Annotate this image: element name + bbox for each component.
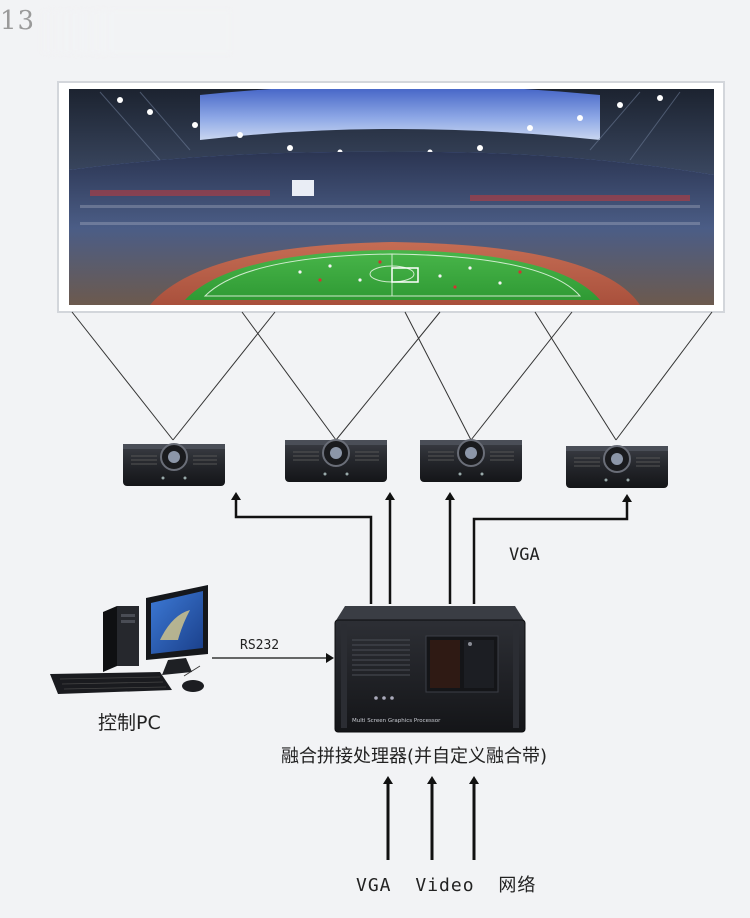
rs232-label: RS232 xyxy=(240,638,280,653)
projector-icon xyxy=(123,443,225,486)
input-network-label: 网络 xyxy=(498,875,537,896)
projection-screen xyxy=(57,81,725,313)
vga-output-label: VGA xyxy=(509,545,540,565)
processor-label: 融合拼接处理器(并自定义融合带) xyxy=(281,746,548,767)
rack-processor-icon: Multi Screen Graphics Processor xyxy=(334,606,526,733)
corner-watermark: 13 xyxy=(0,6,36,36)
processor-front-text: Multi Screen Graphics Processor xyxy=(352,718,441,724)
input-vga-label: VGA xyxy=(356,875,392,896)
projector-icon xyxy=(566,445,668,488)
input-arrows xyxy=(383,776,479,860)
stadium-image xyxy=(69,89,714,305)
projection-lines xyxy=(71,311,713,441)
vga-output-arrows xyxy=(231,492,632,604)
corner-smudge xyxy=(40,10,230,54)
desktop-pc-icon xyxy=(50,585,208,694)
projector-icon xyxy=(420,439,522,482)
control-pc-label: 控制PC xyxy=(98,712,161,734)
input-video-label: Video xyxy=(415,875,475,896)
projector-icon xyxy=(285,439,387,482)
input-labels: VGA Video 网络 xyxy=(356,871,548,897)
